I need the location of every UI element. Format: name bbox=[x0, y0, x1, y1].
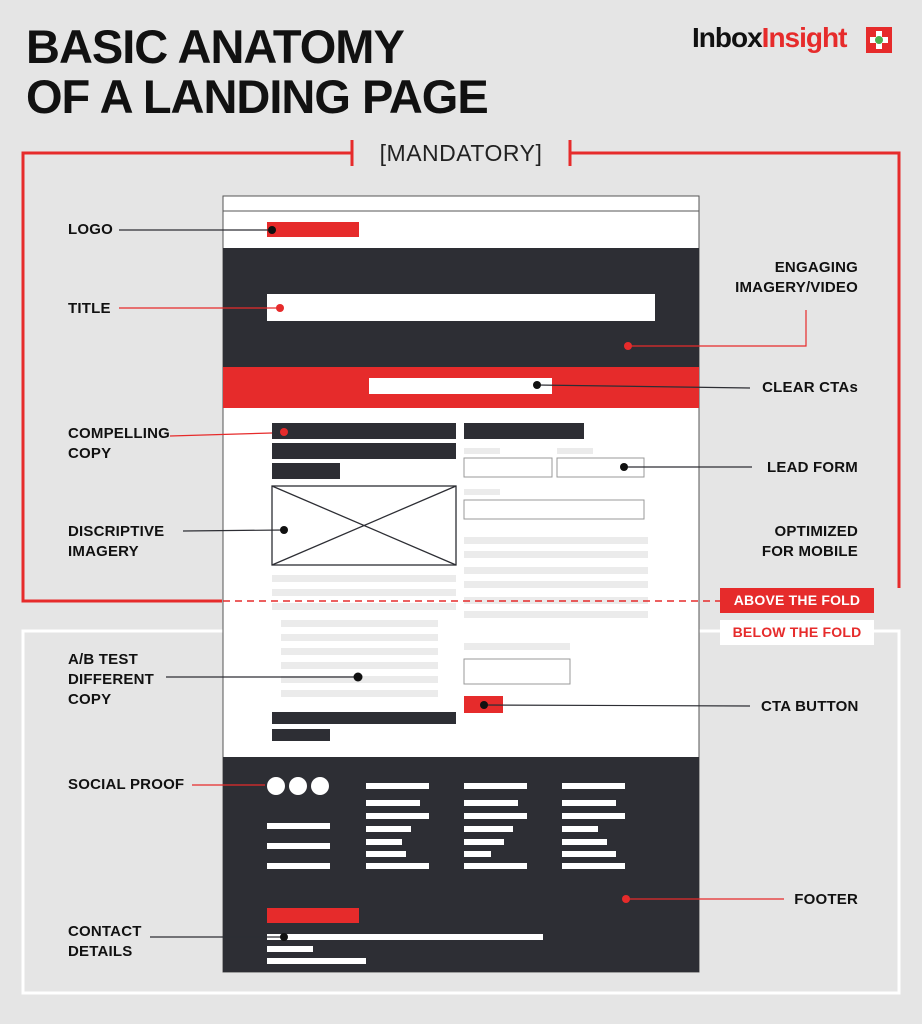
mock-form-field-1 bbox=[463, 457, 553, 478]
mandatory-label: [MANDATORY] bbox=[379, 140, 543, 166]
mock-title-bar bbox=[267, 294, 655, 321]
mock-cta-bar bbox=[369, 378, 552, 394]
label-ab-test: A/B TEST DIFFERENT COPY bbox=[68, 651, 154, 708]
title-line-1: BASIC ANATOMY bbox=[26, 20, 405, 73]
mock-form-field-4 bbox=[463, 658, 571, 685]
mandatory-bracket bbox=[21, 140, 901, 603]
label-optimized-mobile: OPTIMIZED FOR MOBILE bbox=[761, 523, 858, 560]
brand-part-2: Insight bbox=[761, 22, 848, 53]
above-fold-tag: ABOVE THE FOLD bbox=[733, 592, 861, 608]
mock-logo bbox=[267, 222, 359, 237]
label-social-proof: SOCIAL PROOF bbox=[68, 776, 185, 793]
label-title: TITLE bbox=[68, 300, 111, 317]
page-title: BASIC ANATOMY OF A LANDING PAGE bbox=[26, 20, 489, 123]
below-fold-tag: BELOW THE FOLD bbox=[732, 624, 862, 640]
label-cta-button: CTA BUTTON bbox=[761, 698, 859, 715]
label-engaging-imagery: ENGAGING IMAGERY/VIDEO bbox=[735, 259, 858, 296]
brand-mark-icon bbox=[866, 27, 892, 53]
label-clear-ctas: CLEAR CTAs bbox=[762, 379, 858, 396]
title-line-2: OF A LANDING PAGE bbox=[26, 70, 489, 123]
label-logo: LOGO bbox=[68, 221, 113, 238]
brand-logo: InboxInsight bbox=[692, 22, 848, 54]
landing-page-mock bbox=[222, 195, 700, 973]
label-descriptive-imagery: DISCRIPTIVE IMAGERY bbox=[68, 523, 165, 560]
mock-form-field-3 bbox=[463, 499, 645, 520]
label-compelling-copy: COMPELLING COPY bbox=[68, 425, 170, 462]
label-lead-form: LEAD FORM bbox=[767, 459, 858, 476]
below-fold-frame bbox=[21, 629, 901, 995]
label-contact-details: CONTACT DETAILS bbox=[68, 923, 142, 960]
mock-image-placeholder bbox=[271, 485, 457, 566]
below-fold-tag-bg bbox=[720, 620, 874, 645]
brand-part-1: Inbox bbox=[692, 22, 763, 53]
above-fold-tag-bg bbox=[720, 588, 874, 613]
label-footer: FOOTER bbox=[794, 891, 858, 908]
